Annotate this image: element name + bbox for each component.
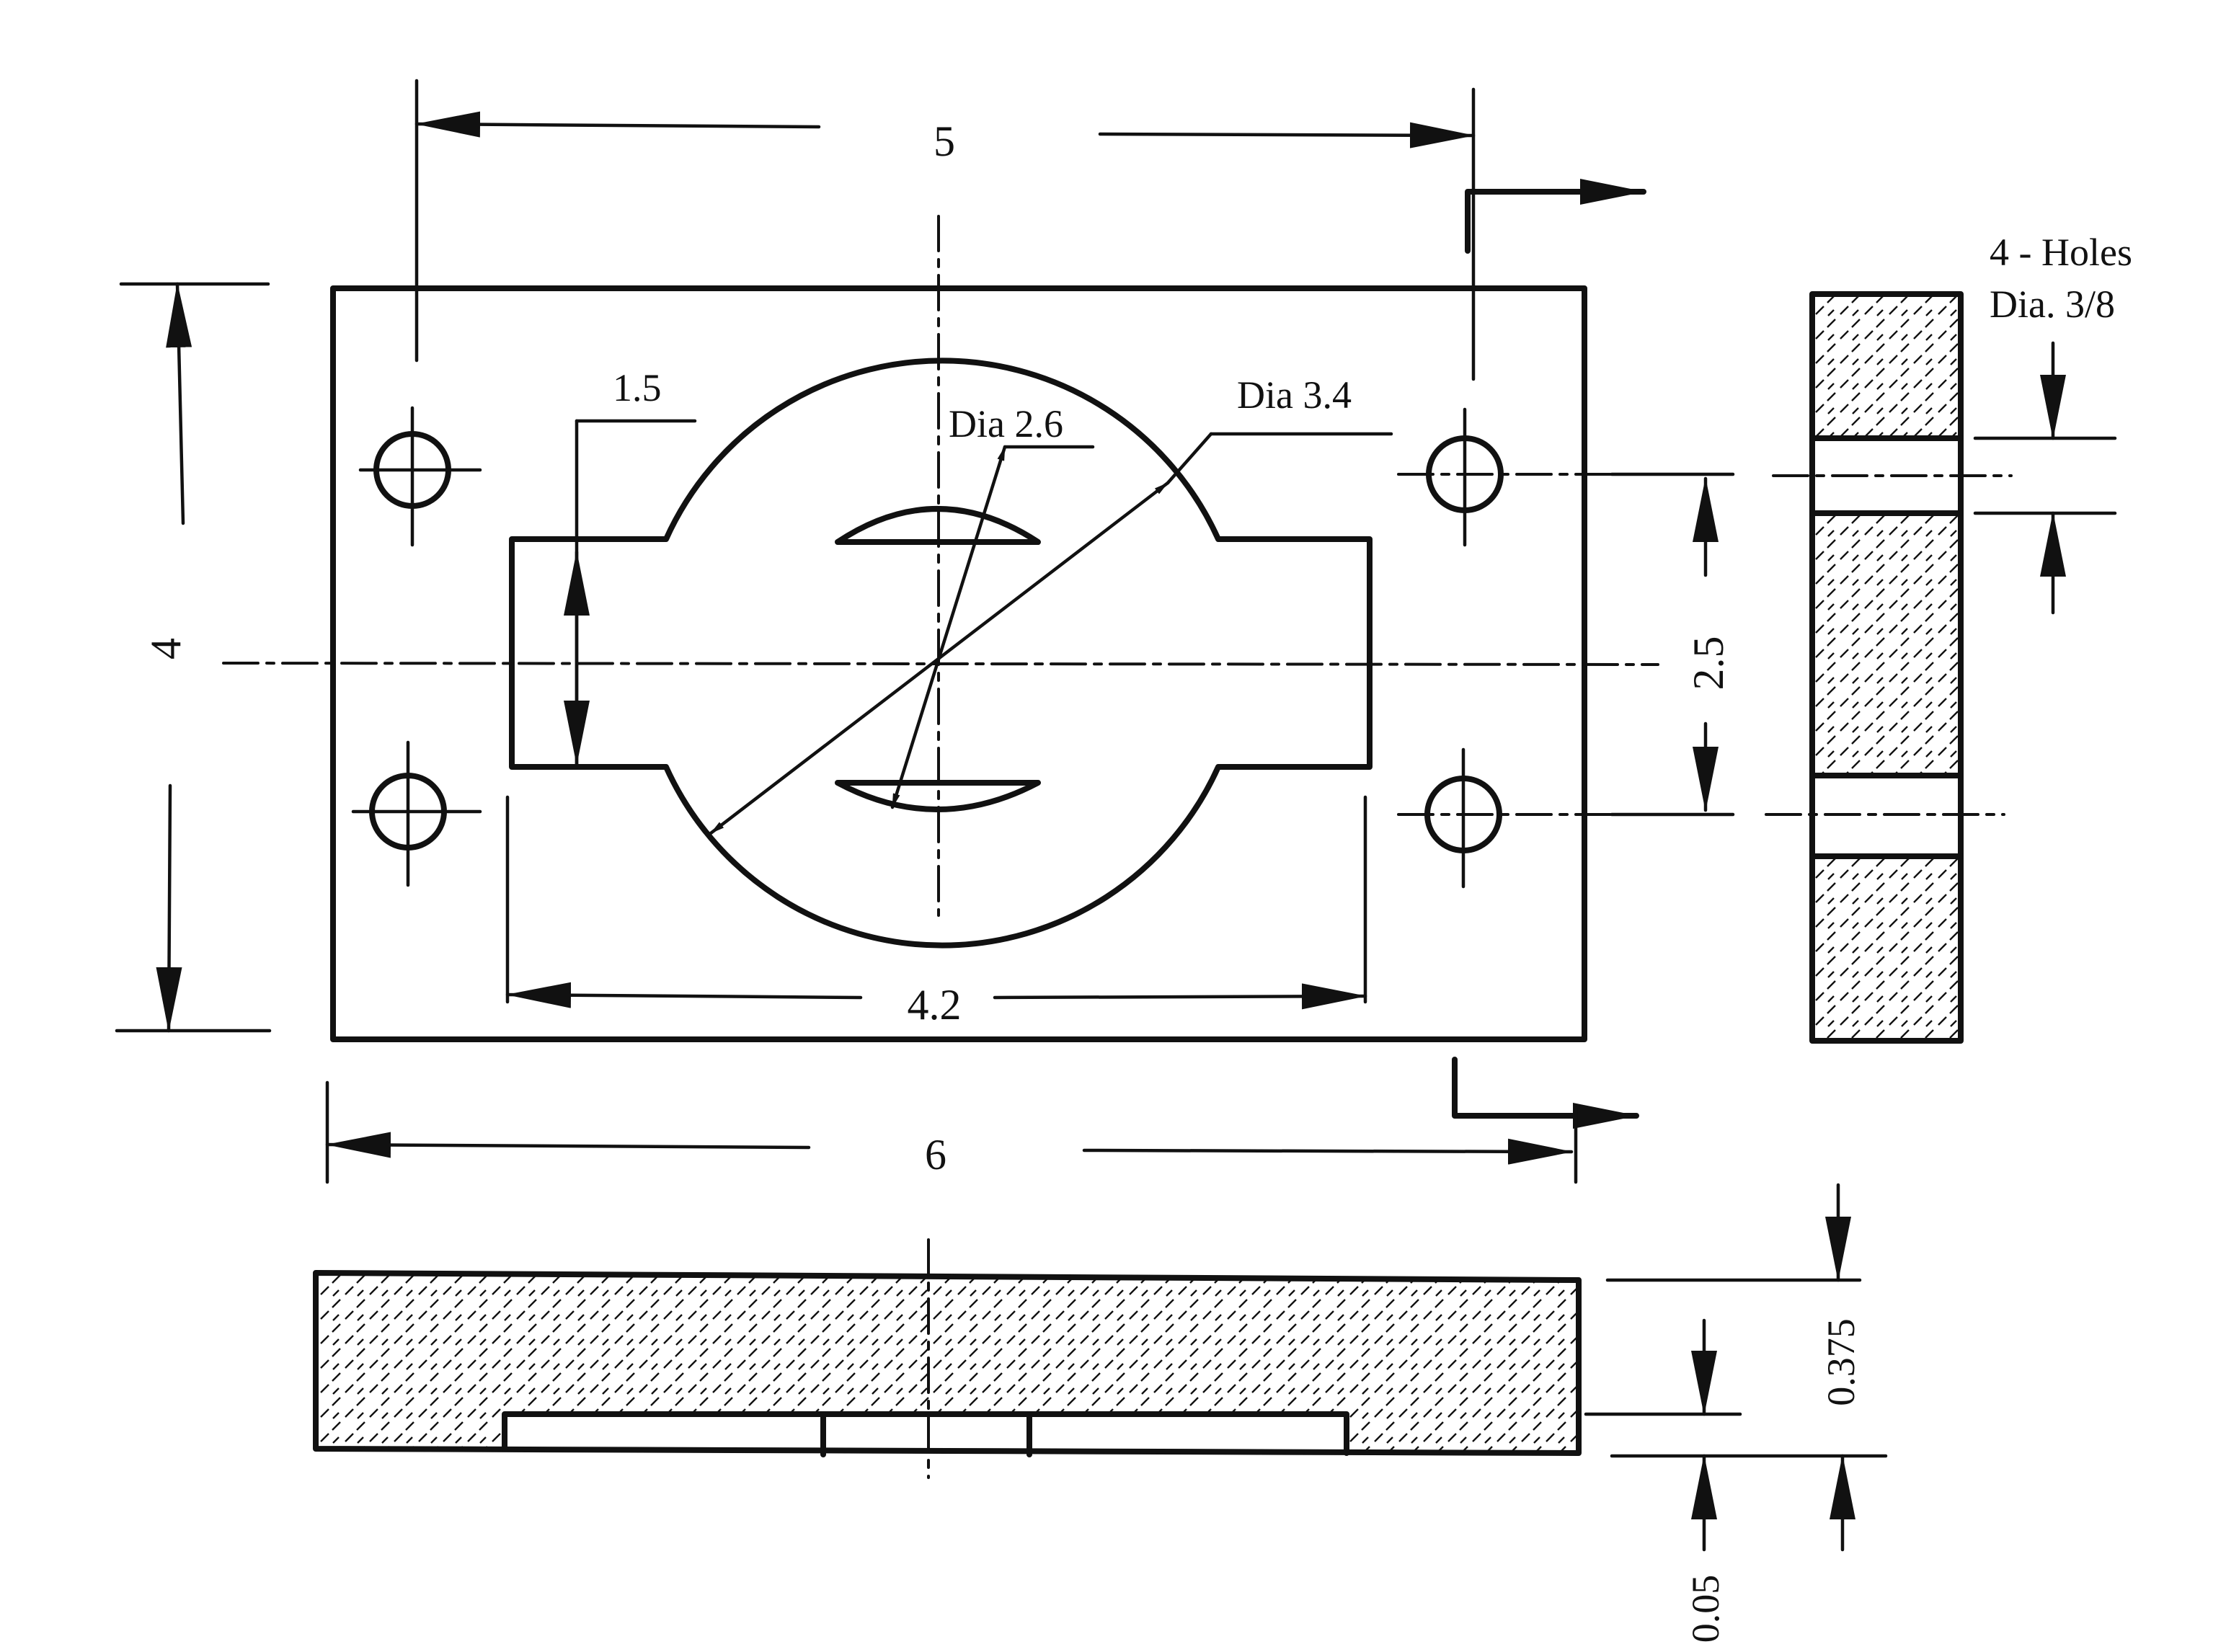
dimension-overall-height: 4 — [115, 282, 272, 1033]
recess-outline — [502, 1411, 1349, 1456]
section-arrow-bottom — [1452, 1057, 1639, 1129]
plan-view — [222, 215, 1659, 1042]
mounting-hole-bottom-left — [351, 740, 482, 887]
hole-diameter-callout: 4 - Holes Dia. 3/8 — [1973, 231, 2132, 615]
mounting-hole-top-left — [358, 406, 482, 547]
dim-label-top-width: 5 — [934, 117, 955, 165]
dia-2-6-leader — [890, 445, 1007, 809]
central-cutout — [509, 358, 1373, 949]
dimension-recess-depth: 0.05 — [1584, 1318, 1742, 1643]
mounting-hole-bottom-right — [1397, 747, 1613, 889]
mounting-hole-top-right — [1397, 407, 1613, 547]
side-outline — [1809, 291, 1964, 1044]
dim-label-slot-height: 1.5 — [613, 366, 662, 409]
dim-label-overall-height: 4 — [142, 638, 190, 660]
horizontal-center-line — [222, 662, 1659, 666]
bottom-section-view — [313, 1238, 1582, 1479]
section-cut-marks — [1452, 179, 1646, 1129]
dim-label-recess-depth: 0.05 — [1684, 1575, 1727, 1643]
dia-3-4-shoulder — [1166, 432, 1213, 485]
side-hatch-middle — [1812, 513, 1961, 776]
bottom-hatch-area — [316, 1273, 1579, 1453]
dim-label-slot-width: 4.2 — [908, 981, 962, 1029]
dimension-hole-spacing: 2.5 — [1610, 472, 1735, 817]
side-hatch-top — [1812, 294, 1961, 438]
dia-2-6-label: Dia 2.6 — [949, 402, 1063, 445]
holes-count-label: 4 - Holes — [1990, 231, 2132, 274]
dia-3-4-label: Dia 3.4 — [1237, 373, 1352, 417]
side-section-view — [1765, 291, 2013, 1044]
dim-label-overall-width: 6 — [925, 1131, 946, 1178]
dimension-overall-width: 6 — [325, 1080, 1578, 1184]
dim-label-thickness: 0.375 — [1819, 1318, 1863, 1406]
dimension-top-width: 5 — [414, 79, 1476, 381]
holes-diameter-label: Dia. 3/8 — [1990, 283, 2115, 326]
dimension-slot-height: 1.5 — [564, 366, 697, 766]
dimension-slot-width: 4.2 — [505, 795, 1367, 1029]
side-hatch-bottom — [1812, 856, 1961, 1041]
bottom-outline — [313, 1270, 1582, 1456]
section-arrow-top — [1465, 179, 1646, 254]
dimension-thickness: 0.375 — [1605, 1183, 1888, 1552]
dim-label-hole-spacing: 2.5 — [1685, 636, 1732, 690]
